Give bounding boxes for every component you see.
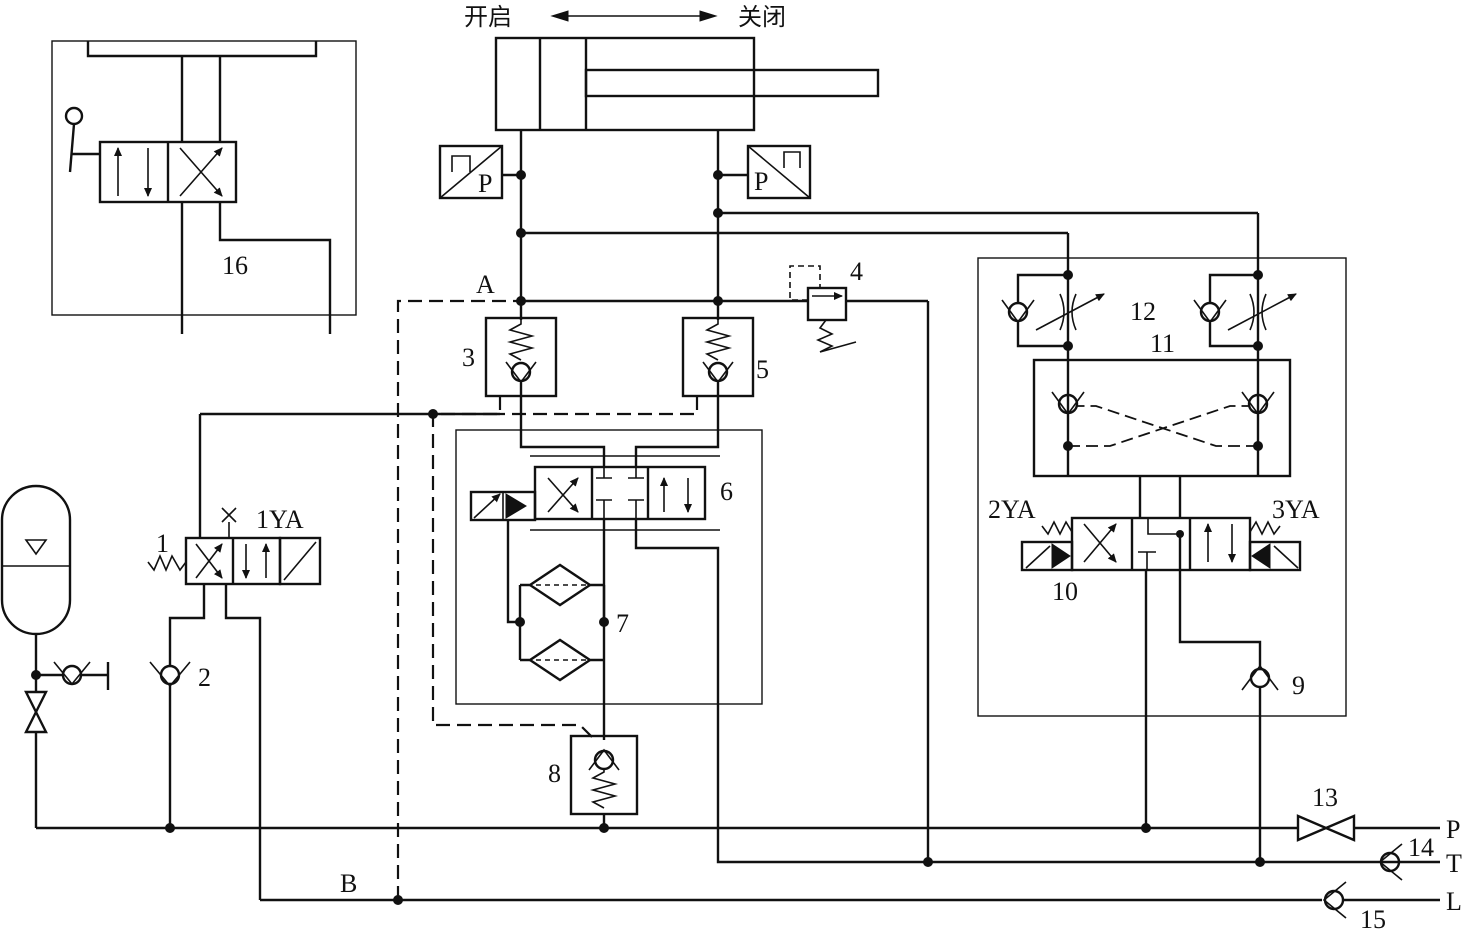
- point-a-label: A: [476, 270, 495, 299]
- module-9-12-frame: [977, 257, 1347, 717]
- pilot-check-valve-5: 5: [681, 316, 769, 398]
- pressure-switch-left-label: P: [478, 169, 492, 198]
- component-7-label: 7: [616, 609, 629, 638]
- component-9-label: 9: [1292, 671, 1305, 700]
- filter-group-7: 7: [506, 519, 629, 682]
- directional-valve-10: 2YA 3YA 10: [988, 495, 1320, 606]
- module-6-7-frame: [455, 429, 763, 705]
- solenoid-2ya-label: 2YA: [988, 495, 1036, 524]
- pressure-switch-right: P: [718, 144, 812, 200]
- solenoid-valve-1: 1 1YA: [147, 505, 322, 586]
- check-valve-14: 14: [1378, 833, 1440, 881]
- component-1-label: 1: [156, 529, 169, 558]
- solenoid-1ya-label: 1YA: [256, 505, 304, 534]
- manual-valve-16-inset: 16: [51, 40, 357, 334]
- throttle-check-valve-12-left: [1001, 270, 1105, 351]
- directional-valve-6: 6: [469, 465, 733, 522]
- component-8-label: 8: [548, 759, 561, 788]
- label-open: 开启: [464, 3, 512, 31]
- hydraulic-cylinder: [494, 36, 880, 132]
- component-12-label: 12: [1130, 297, 1156, 326]
- component-14-label: 14: [1408, 833, 1434, 862]
- pilot-check-valve-3: 3: [462, 316, 558, 398]
- check-valve-8: 8: [548, 734, 639, 816]
- component-4-label: 4: [850, 257, 863, 286]
- component-5-label: 5: [756, 355, 769, 384]
- port-p-label: P: [1446, 815, 1460, 844]
- relief-valve-4: 4: [789, 257, 930, 862]
- component-10-label: 10: [1052, 577, 1078, 606]
- component-3-label: 3: [462, 343, 475, 372]
- component-2-label: 2: [198, 663, 211, 692]
- component-13-label: 13: [1312, 783, 1338, 812]
- component-6-label: 6: [720, 477, 733, 506]
- component-16-label: 16: [222, 251, 248, 280]
- check-valve-2: 2: [149, 661, 211, 833]
- pressure-switch-right-label: P: [754, 167, 768, 196]
- solenoid-3ya-label: 3YA: [1272, 495, 1320, 524]
- throttle-check-valve-12-right: [1193, 270, 1297, 351]
- direction-indicator: 开启 关闭: [464, 3, 786, 31]
- component-11-label: 11: [1150, 329, 1175, 358]
- accumulator: [0, 484, 110, 828]
- port-t-label: T: [1446, 849, 1462, 878]
- component-15-label: 15: [1360, 905, 1386, 932]
- check-valve-9: 9: [1241, 664, 1305, 862]
- port-l-label: L: [1446, 887, 1462, 916]
- valve-13: 13: [1296, 783, 1356, 842]
- hydraulic-lock-11: [1032, 346, 1292, 478]
- point-b-label: B: [340, 869, 357, 898]
- label-close: 关闭: [738, 3, 786, 31]
- pressure-switch-left: P: [438, 144, 521, 200]
- check-valve-15: 15: [1322, 881, 1386, 932]
